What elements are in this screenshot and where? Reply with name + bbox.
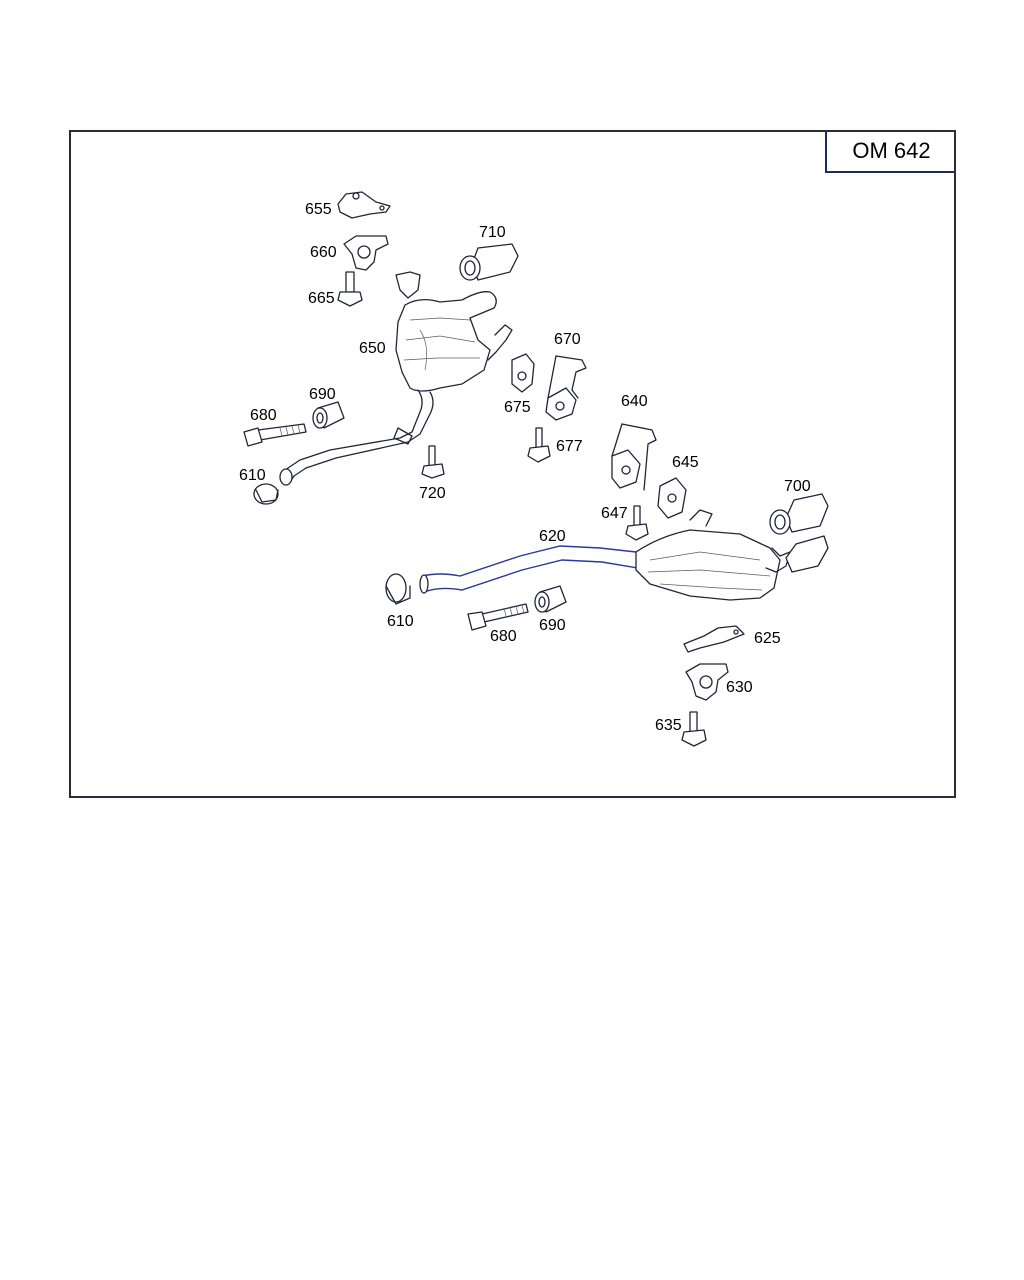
callout-710: 710	[479, 224, 506, 241]
callout-610-upper: 610	[239, 467, 266, 484]
callout-660: 660	[310, 244, 337, 261]
bolt-680-upper	[243, 423, 307, 447]
clamp-610-lower	[385, 573, 411, 605]
front-muffler	[635, 509, 791, 601]
callout-675: 675	[504, 399, 531, 416]
callout-610-lower: 610	[387, 613, 414, 630]
rubber-mount-630	[685, 663, 729, 701]
callout-625: 625	[754, 630, 781, 647]
bolt-635	[681, 711, 707, 747]
callout-670: 670	[554, 331, 581, 348]
bolt-677	[527, 427, 551, 463]
bolt-720	[421, 445, 445, 479]
bracket-655	[337, 191, 391, 219]
callout-650: 650	[359, 340, 386, 357]
callout-635: 635	[655, 717, 682, 734]
bracket-640	[611, 423, 657, 491]
callout-665: 665	[308, 290, 335, 307]
bolt-680-lower	[467, 603, 529, 631]
bolt-647	[625, 505, 649, 541]
sleeve-690-upper	[312, 401, 345, 429]
callout-630: 630	[726, 679, 753, 696]
sleeve-690-lower	[534, 585, 567, 613]
clamp-610-upper	[253, 483, 279, 505]
engine-code-title: OM 642	[825, 130, 956, 173]
bracket-670	[545, 355, 587, 421]
intermediate-pipe-upper	[279, 389, 434, 486]
callout-647: 647	[601, 505, 628, 522]
callout-620: 620	[539, 528, 566, 545]
callout-655: 655	[305, 201, 332, 218]
callout-700: 700	[784, 478, 811, 495]
rubber-mount-645	[657, 477, 687, 519]
tailpipe-710	[459, 243, 519, 281]
tailpipe-700	[769, 493, 829, 573]
bolt-665	[337, 271, 363, 307]
rubber-mount-675	[511, 353, 535, 393]
rubber-mount-660	[343, 235, 389, 271]
pipe-620	[419, 545, 639, 594]
callout-690-upper: 690	[309, 386, 336, 403]
callout-645: 645	[672, 454, 699, 471]
callout-690-lower: 690	[539, 617, 566, 634]
bracket-625	[683, 625, 745, 653]
rear-muffler-650	[395, 271, 513, 392]
callout-720: 720	[419, 485, 446, 502]
callout-677: 677	[556, 438, 583, 455]
callout-680-lower: 680	[490, 628, 517, 645]
callout-640: 640	[621, 393, 648, 410]
diagram-frame	[69, 130, 956, 798]
callout-680-upper: 680	[250, 407, 277, 424]
